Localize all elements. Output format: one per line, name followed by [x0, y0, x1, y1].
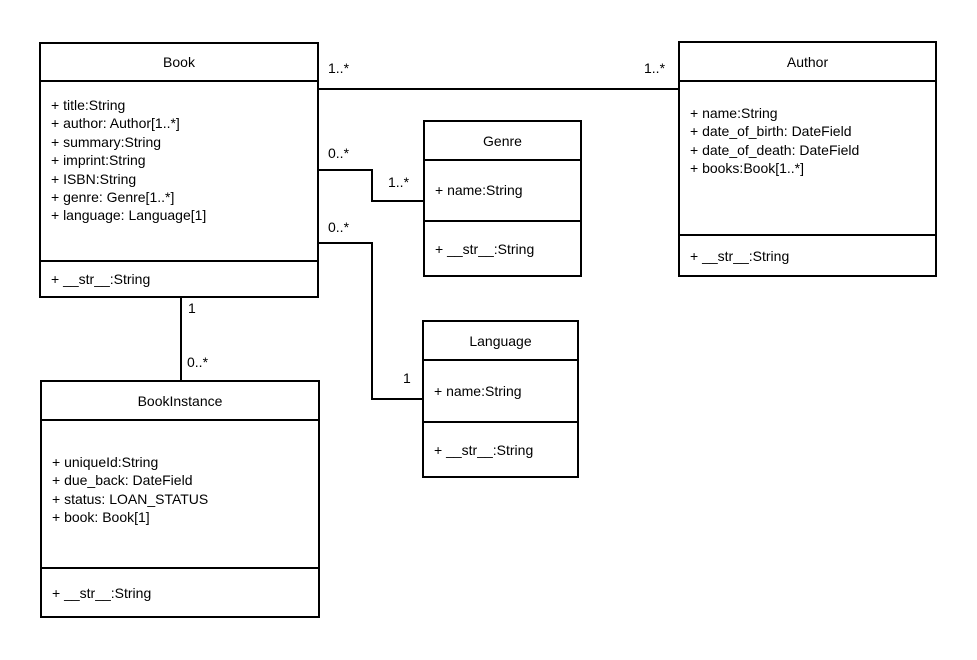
class-name: Genre [483, 132, 522, 149]
attribute: + status: LOAN_STATUS [52, 490, 209, 507]
multiplicity-book-bookinstance-target: 0..* [186, 354, 210, 370]
multiplicity-book-bookinstance-source: 1 [187, 300, 197, 316]
class-box-genre: Genre + name:String + __str__:String [423, 120, 582, 277]
class-box-author: Author + name:String + date_of_birth: Da… [678, 41, 937, 277]
class-methods-language: + __str__:String [424, 421, 577, 476]
attribute: + name:String [434, 382, 522, 399]
multiplicity-book-author-target: 1..* [643, 60, 667, 76]
class-methods-book: + __str__:String [41, 260, 317, 296]
method: + __str__:String [52, 584, 152, 601]
attribute: + summary:String [51, 133, 162, 150]
method: + __str__:String [434, 441, 534, 458]
multiplicity-book-author-source: 1..* [327, 60, 351, 76]
class-attributes-genre: + name:String [425, 159, 580, 220]
multiplicity-book-language-source: 0..* [327, 219, 351, 235]
attribute: + due_back: DateField [52, 472, 193, 489]
class-box-book: Book + title:String + author: Author[1..… [39, 42, 319, 298]
class-attributes-bookinstance: + uniqueId:String + due_back: DateField … [42, 419, 318, 567]
method: + __str__:String [435, 240, 535, 257]
attribute: + uniqueId:String [52, 454, 159, 470]
class-methods-author: + __str__:String [680, 234, 935, 275]
method: + __str__:String [690, 247, 790, 264]
class-methods-genre: + __str__:String [425, 220, 580, 275]
class-box-bookinstance: BookInstance + uniqueId:String + due_bac… [40, 380, 320, 618]
class-name: BookInstance [137, 392, 223, 409]
attribute: + language: Language[1] [51, 207, 207, 224]
attribute: + name:String [690, 105, 778, 121]
class-methods-bookinstance: + __str__:String [42, 567, 318, 616]
class-title-book: Book [41, 44, 317, 80]
class-title-bookinstance: BookInstance [42, 382, 318, 419]
class-title-genre: Genre [425, 122, 580, 159]
attribute: + genre: Genre[1..*] [51, 189, 175, 206]
attribute: + book: Book[1] [52, 509, 150, 526]
class-name: Book [163, 54, 195, 70]
relationship-book-language-line [319, 242, 422, 400]
class-box-language: Language + name:String + __str__:String [422, 320, 579, 478]
class-title-language: Language [424, 322, 577, 359]
attribute: + title:String [51, 97, 126, 113]
multiplicity-book-genre-target: 1..* [387, 174, 411, 190]
attribute: + ISBN:String [51, 170, 137, 187]
class-attributes-author: + name:String + date_of_birth: DateField… [680, 80, 935, 234]
relationship-book-genre-line [319, 169, 423, 202]
class-name: Author [786, 53, 829, 70]
multiplicity-book-language-target: 1 [402, 370, 412, 386]
attribute: + date_of_death: DateField [690, 141, 860, 158]
attribute: + author: Author[1..*] [51, 115, 180, 132]
attribute: + imprint:String [51, 152, 146, 169]
method: + __str__:String [51, 271, 151, 287]
attribute: + books:Book[1..*] [690, 160, 805, 177]
attribute: + date_of_birth: DateField [690, 123, 852, 140]
class-title-author: Author [680, 43, 935, 80]
class-attributes-language: + name:String [424, 359, 577, 421]
multiplicity-book-genre-source: 0..* [327, 145, 351, 161]
class-attributes-book: + title:String + author: Author[1..*] + … [41, 80, 317, 260]
class-name: Language [469, 332, 532, 349]
attribute: + name:String [435, 182, 523, 199]
